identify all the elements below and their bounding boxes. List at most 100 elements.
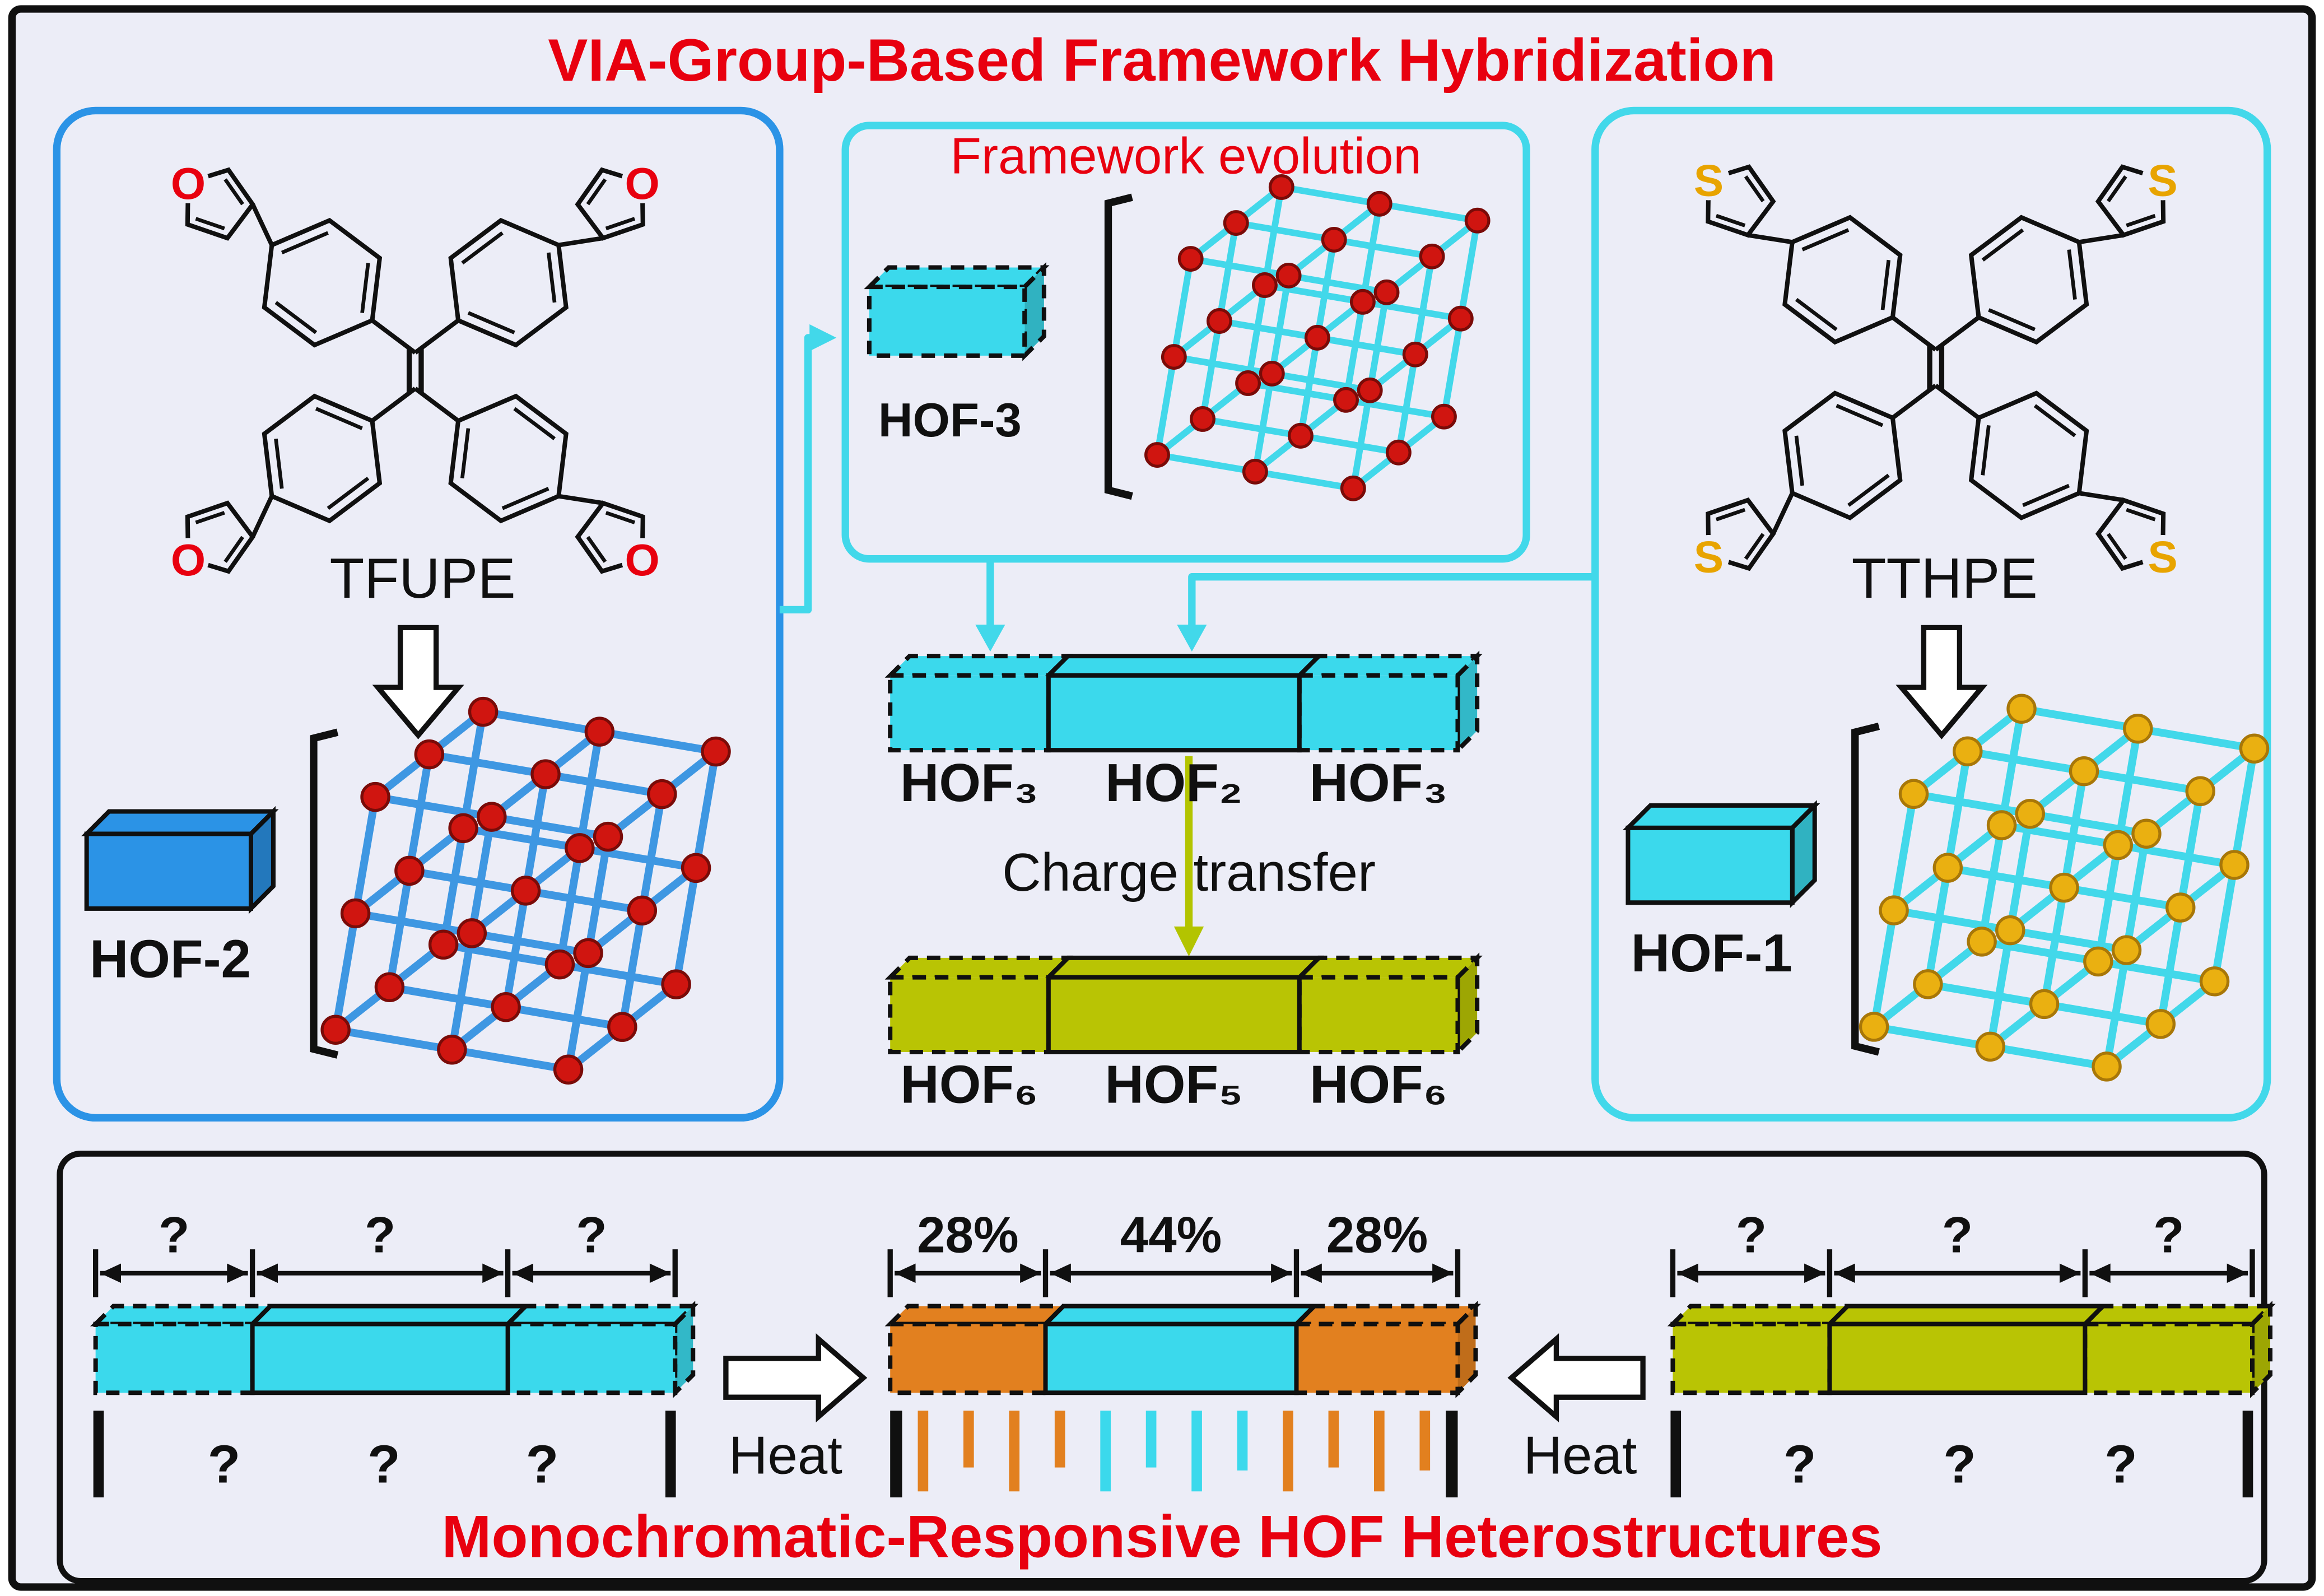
tthpe-bond — [1801, 228, 1850, 252]
hof3-hof2-hof3-bar-segment — [1297, 673, 1460, 753]
tthpe-hetero-ring — [2095, 164, 2166, 238]
right-panel-border — [1591, 106, 2271, 1122]
heat-right-label: Heat — [1524, 1425, 1637, 1485]
hof1-lattice-node — [2092, 1051, 2122, 1082]
emission-line — [1328, 1411, 1339, 1468]
center-dim-arrowhead-icon — [895, 1263, 916, 1283]
hof1-lattice-node — [2219, 850, 2250, 880]
hof3-box-shade — [1024, 267, 1044, 356]
hof2-lattice-node — [428, 929, 459, 960]
tfupe-hetero-ring — [185, 500, 256, 574]
hof3-lattice-node — [1275, 262, 1302, 289]
hof1-lattice-node — [2069, 756, 2099, 787]
hof6-hof5-hof6-bar-top — [1294, 955, 1483, 980]
hof3-lattice-node — [1385, 439, 1412, 466]
tfupe-bond — [558, 494, 604, 506]
left-q-label: ? — [208, 1434, 241, 1494]
bottom-left-bar-segment — [250, 1322, 510, 1395]
hof3-lattice-node — [1340, 475, 1366, 501]
tthpe-bond — [2079, 491, 2124, 502]
tfupe-bond — [223, 178, 244, 206]
hof2-lattice — [320, 696, 731, 1085]
bottom-center-bar-side-shade — [1457, 1306, 1476, 1393]
tfupe-bond — [513, 407, 556, 440]
bottom-right-bar-segment — [1827, 1322, 2088, 1395]
tthpe-bond — [1795, 297, 1838, 332]
hof3-lattice-node — [1447, 305, 1474, 332]
tfupe-bond — [547, 252, 557, 303]
tfupe-bond — [413, 318, 460, 355]
tfupe-hetero-ring — [185, 167, 256, 241]
tthpe-bond — [1744, 175, 1765, 203]
hof1-lattice-node — [2111, 935, 2142, 965]
hof2-bracket — [310, 728, 339, 1059]
hof2-lattice-node — [584, 716, 615, 747]
left-q-endbar — [665, 1411, 676, 1497]
hof3-hof2-hof3-bar-top — [1043, 654, 1325, 678]
hof1-box-shade — [1792, 805, 1815, 903]
bottom-left-bar-segment — [93, 1322, 255, 1395]
left-to-evolution-arrowhead-icon — [809, 324, 837, 351]
emission-lines — [890, 1411, 1458, 1497]
hof3-hof2-hof3-bar-side-shade — [1457, 656, 1478, 751]
tfupe-bond — [274, 438, 284, 489]
hof2-lattice-node — [468, 696, 499, 727]
right-q-endbar — [2242, 1411, 2253, 1497]
right-dim-arrowhead-icon — [1834, 1263, 1855, 1283]
right-dim-arrowhead-icon — [1677, 1263, 1698, 1283]
hof3-lattice-node — [1304, 324, 1330, 351]
hof3-lattice — [1144, 174, 1491, 501]
emission-line — [1191, 1411, 1202, 1492]
hof3-lattice-node — [1242, 458, 1268, 485]
right-dim-label: ? — [1942, 1207, 1973, 1263]
heat-left-label: Heat — [729, 1425, 842, 1485]
hof3-lattice-node — [1144, 442, 1170, 468]
right-q-label: ? — [1943, 1434, 1976, 1494]
tthpe-bond — [1880, 259, 1891, 310]
bottom-title: Monochromatic-Responsive HOF Heterostruc… — [442, 1503, 1883, 1570]
right-dim-arrowhead-icon — [2227, 1263, 2248, 1283]
tfupe-bond — [586, 536, 607, 563]
hof6-hof5-hof6-segment-label: HOF₆ — [1310, 1055, 1447, 1115]
bottom-right-bar-segment — [2083, 1322, 2255, 1395]
center-dim-label: 28% — [917, 1207, 1018, 1263]
tfupe-bond — [327, 476, 370, 510]
hof3-lattice-node — [1223, 210, 1249, 236]
tfupe-bond — [195, 511, 225, 524]
hof2-lattice-node — [360, 781, 390, 812]
right-q-label: ? — [1783, 1434, 1817, 1494]
emission-line — [918, 1411, 929, 1492]
hof3-hof2-hof3-bar-segment — [1046, 673, 1302, 753]
hof2-lattice-node — [340, 898, 371, 929]
hof2-lattice-node — [491, 992, 521, 1022]
hof6-hof5-hof6-bar-top — [1043, 955, 1325, 980]
hof3-lattice-node — [1190, 406, 1215, 432]
hof1-lattice-node — [1953, 736, 1983, 767]
left-dim-label: ? — [365, 1207, 395, 1263]
hof1-lattice-node — [1986, 810, 2017, 840]
tfupe-bond — [461, 231, 504, 265]
tfupe-bond — [274, 301, 318, 334]
hof2-lattice-node — [320, 1015, 351, 1045]
emission-line — [1419, 1411, 1431, 1471]
tfupe-atom-mask — [621, 161, 663, 203]
emission-line — [1283, 1411, 1293, 1492]
tfupe-bond — [250, 495, 274, 538]
tfupe-bond — [413, 387, 460, 423]
hof6-hof5-hof6-segment-label: HOF₆ — [900, 1055, 1038, 1115]
tthpe-bond — [1747, 232, 1793, 245]
left-dim-arrowhead-icon — [512, 1263, 533, 1283]
emission-line — [1145, 1411, 1157, 1468]
tthpe-bond — [2107, 175, 2127, 203]
hof3-hof2-hof3-segment-label: HOF₂ — [1105, 753, 1242, 813]
hof3-lattice-node — [1268, 174, 1294, 200]
tthpe-bond — [1988, 308, 2036, 332]
hof2-lattice-node — [510, 876, 541, 906]
right-to-bar-connector — [1188, 573, 1595, 628]
hof2-lattice-node — [414, 739, 445, 770]
left-q-endbar — [93, 1411, 104, 1497]
hof1-lattice-node — [1967, 927, 1997, 957]
bottom-center-bar-top — [884, 1304, 1069, 1327]
